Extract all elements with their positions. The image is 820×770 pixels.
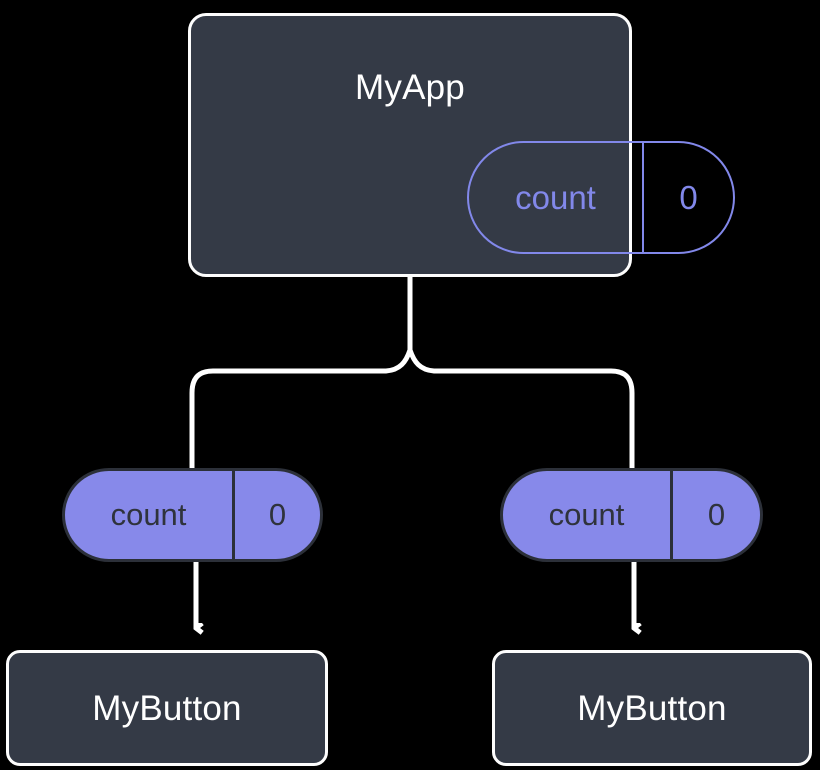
state-value-right: 0: [707, 497, 726, 532]
state-key-left: count: [65, 471, 235, 559]
component-node-mybutton-right[interactable]: MyButton: [492, 650, 812, 766]
component-node-mybutton-left[interactable]: MyButton: [6, 650, 328, 766]
component-label-mybutton-left: MyButton: [92, 689, 242, 728]
state-value-myapp: 0: [679, 178, 698, 216]
state-key-myapp: count: [469, 143, 644, 252]
component-label-mybutton-right: MyButton: [577, 689, 727, 728]
component-node-myapp[interactable]: MyApp count 0: [188, 13, 735, 277]
edge-split-left: [189, 349, 413, 468]
component-label-myapp: MyApp: [355, 68, 465, 107]
state-pill-right[interactable]: count 0: [500, 468, 763, 562]
edge-split-right: [407, 349, 635, 468]
state-key-right: count: [503, 471, 673, 559]
state-pill-left[interactable]: count 0: [62, 468, 323, 562]
state-value-left: 0: [268, 497, 287, 532]
state-pill-myapp[interactable]: count 0: [467, 141, 735, 254]
